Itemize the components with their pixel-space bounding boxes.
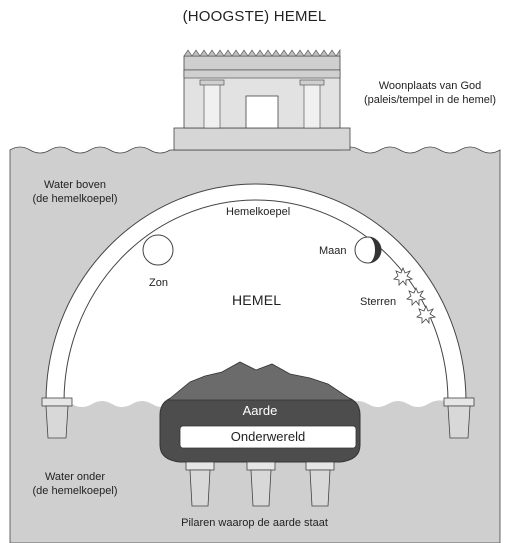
- water-below-label-line2: (de hemelkoepel): [32, 485, 118, 497]
- dwelling-label-line2: (paleis/tempel in de hemel): [363, 94, 497, 106]
- water-below-label-line1: Water onder: [44, 471, 106, 483]
- earth-pillar-3: [305, 461, 335, 507]
- water-above-label-line1: Water boven: [44, 179, 106, 191]
- water-above-label-line2: (de hemelkoepel): [32, 193, 118, 205]
- mountains: [166, 361, 354, 401]
- sun-icon: [142, 234, 174, 266]
- temple-icon: [173, 49, 351, 151]
- sun-label: Zon: [149, 277, 168, 289]
- earth-pillar-1: [185, 461, 215, 507]
- water-above-label: Water boven (de hemelkoepel): [20, 178, 130, 206]
- moon-icon: [354, 236, 382, 264]
- water-below-label: Water onder (de hemelkoepel): [20, 470, 130, 498]
- dome-label: Hemelkoepel: [226, 206, 291, 218]
- pillars-label: Pilaren waarop de aarde staat: [181, 517, 328, 529]
- stars-icon: [393, 266, 437, 325]
- dwelling-label: Woonplaats van God (paleis/tempel in de …: [350, 79, 509, 107]
- underworld-label: Onderwereld: [230, 429, 306, 444]
- heaven-label: HEMEL: [232, 292, 282, 308]
- underworld-band: [179, 425, 357, 449]
- moon-label: Maan: [319, 245, 347, 257]
- diagram-title: (HOOGSTE) HEMEL: [182, 8, 327, 25]
- dome-pillar-left: [41, 397, 73, 439]
- stars-label: Sterren: [360, 296, 397, 308]
- dwelling-label-line1: Woonplaats van God: [378, 80, 482, 92]
- earth-label: Aarde: [242, 403, 278, 418]
- dome-pillar-right: [443, 397, 475, 439]
- earth-disc: [159, 361, 361, 463]
- earth-pillar-2: [246, 461, 276, 507]
